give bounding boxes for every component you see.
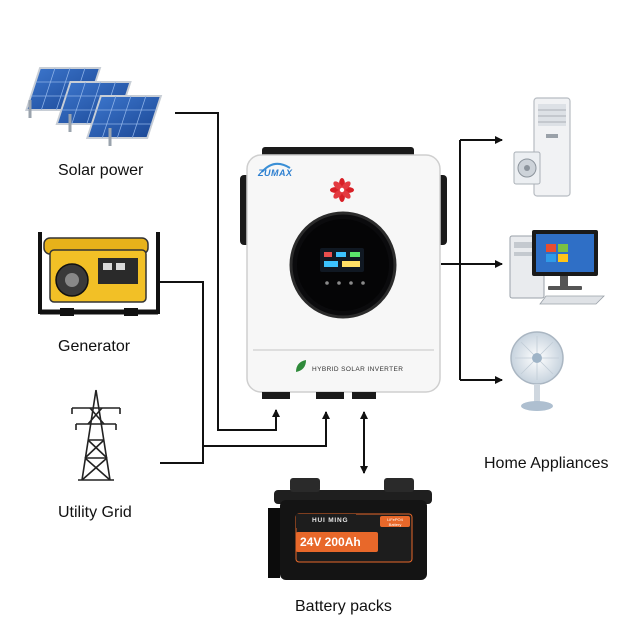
connection-lines: [158, 112, 503, 474]
desktop-computer-icon: [509, 230, 605, 305]
inverter-model-label: HYBRID SOLAR INVERTER: [312, 366, 404, 373]
inverter-unit: [240, 147, 447, 399]
generator-label: Generator: [58, 338, 131, 355]
solar-line: [175, 112, 280, 431]
brand-logo-icon: [261, 162, 291, 173]
lcd-screen: [320, 248, 365, 285]
home-appliances-label: Home Appliances: [484, 455, 609, 472]
battery-icon: [268, 478, 432, 580]
flower-logo-icon: [330, 178, 354, 202]
utility-grid-label: Utility Grid: [58, 504, 132, 521]
battery-packs-label: Battery packs: [295, 598, 392, 615]
air-conditioner-icon: [513, 97, 571, 197]
inverter-brand: ZUMAX: [258, 168, 293, 178]
solar-power-label: Solar power: [58, 162, 144, 179]
solar-panels-icon: [25, 67, 163, 146]
battery-chemistry: LiFePO4 Battery: [387, 517, 403, 527]
battery-brand: HUI MING: [312, 517, 349, 524]
generator-icon: [38, 232, 160, 316]
grid-line: [160, 446, 204, 464]
electric-fan-icon: [510, 331, 564, 411]
power-tower-icon: [71, 389, 121, 481]
battery-spec: 24V 200Ah: [300, 535, 361, 549]
leaf-icon: [296, 360, 306, 372]
